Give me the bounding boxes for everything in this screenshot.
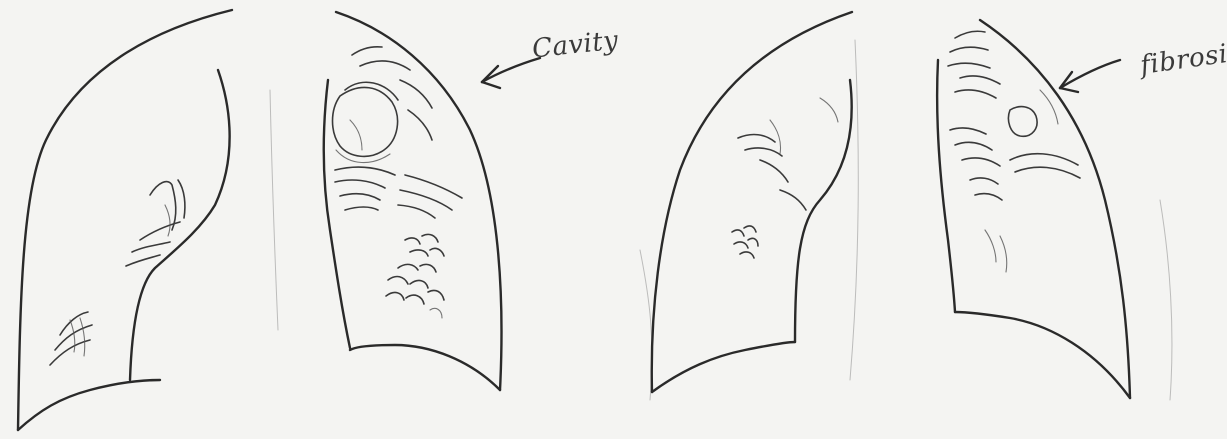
lung-1-outline [18, 10, 232, 430]
lung-3-hilum [738, 98, 838, 210]
lung-3-outline [652, 12, 852, 392]
lung-4-outline [980, 20, 1130, 398]
lung-3-nodule-cluster [732, 226, 758, 258]
lung-1-base [18, 380, 160, 430]
lung-3-mediastinal-border [795, 80, 852, 342]
arrow-icon [482, 58, 540, 88]
lung-4-fibrotic-markings [948, 31, 1080, 272]
lung-4-mediastinal-border [937, 60, 955, 312]
lung-3-base [652, 342, 795, 392]
lung-2-left-cavity [324, 12, 502, 390]
lung-4-left-fibrosis [937, 20, 1130, 398]
lung-4-base [955, 312, 1130, 398]
lung-2-cavity [333, 82, 399, 162]
lung-2-base [350, 345, 500, 390]
lung-2-mediastinal-border [324, 80, 350, 348]
lung-1-hilum [126, 180, 185, 266]
lung-3-right-mild [652, 12, 852, 392]
lung-1-mediastinal-border [130, 70, 230, 380]
lung-2-outline [336, 12, 501, 390]
arrow-icon [1060, 60, 1120, 92]
lung-1-basal-markings [50, 312, 92, 365]
lung-2-lower-nodules [386, 234, 444, 318]
lung-2-upper-shading [335, 47, 462, 218]
lung-1-right-normal [18, 10, 232, 430]
